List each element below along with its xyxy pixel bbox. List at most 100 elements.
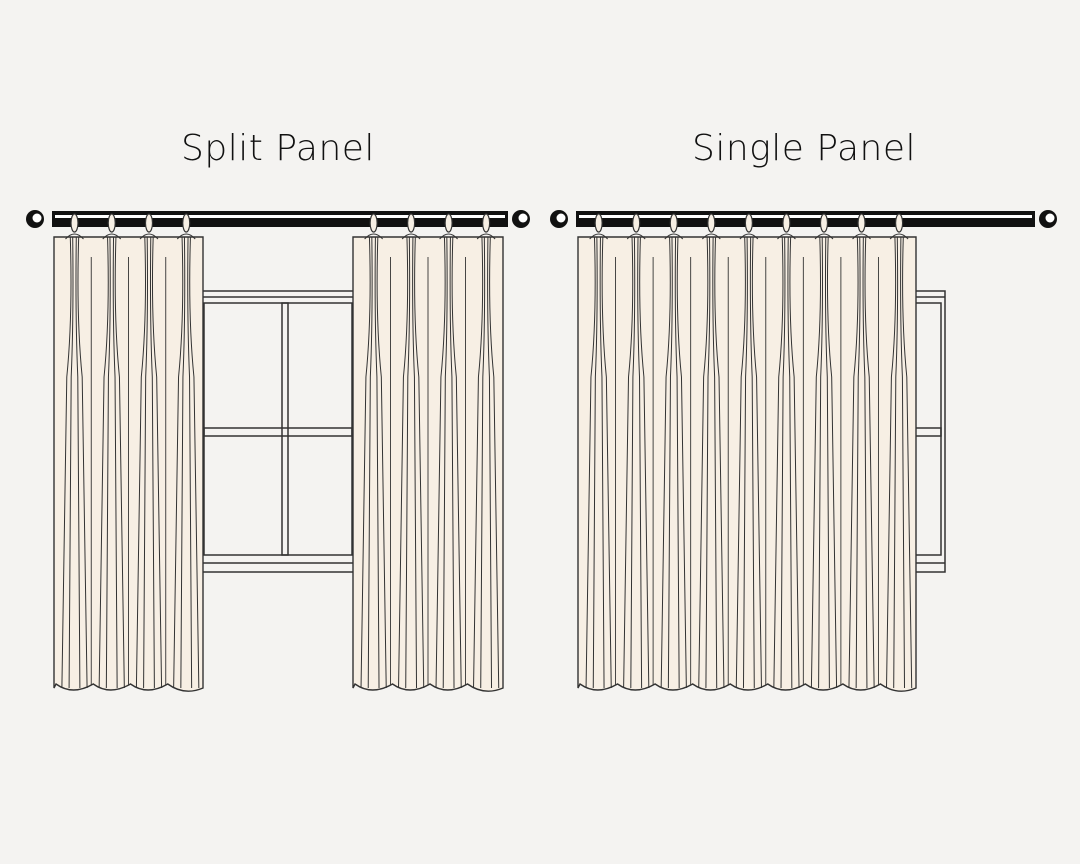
pleat-fold-line: [435, 236, 446, 689]
pleat-fold-line: [826, 236, 838, 689]
pleat-fold-line: [173, 236, 184, 689]
pleat-fold-line: [735, 236, 746, 689]
pleat-head: [852, 233, 871, 240]
pleat-fold-line: [855, 236, 861, 689]
pleat-fold-line: [61, 236, 72, 689]
pleat: [773, 233, 800, 689]
pleat-fold-line: [68, 236, 74, 689]
pleat-fold-line: [902, 236, 913, 689]
pleat-fold-line: [637, 236, 643, 689]
pleat-fold-line: [742, 236, 748, 689]
curtain-ring-icon: [444, 213, 453, 233]
pleat-fold-line: [824, 236, 830, 689]
finial-highlight: [32, 213, 42, 223]
pleat: [435, 233, 462, 689]
curtain-ring-icon: [669, 213, 678, 233]
pleat-fold-line: [449, 236, 455, 689]
curtain-ring-icon: [369, 213, 378, 233]
pleat-fold-line: [864, 236, 875, 689]
single-panel-title: Single Panel: [692, 128, 916, 169]
pleat: [398, 233, 425, 689]
pleat-fold-line: [585, 236, 596, 689]
pleat-fold-line: [674, 236, 680, 689]
curtain-ring-icon: [107, 213, 116, 233]
pleat-fold-line: [862, 236, 868, 689]
pleat-fold-line: [810, 236, 821, 689]
pleat-fold-line: [599, 236, 605, 689]
curtain-ring-icon: [782, 213, 791, 233]
pleat-fold-line: [187, 236, 193, 689]
pleat-head: [889, 233, 909, 240]
pleat-head: [401, 233, 421, 240]
curtain-ring-icon: [594, 213, 603, 233]
pleat-head: [364, 233, 383, 240]
pleat: [886, 233, 913, 689]
pleat: [810, 233, 838, 689]
pleat-fold-line: [886, 236, 897, 689]
pleat: [848, 233, 875, 689]
rod-bar: [576, 211, 1035, 227]
curtain-ring-icon: [144, 213, 154, 233]
pleat-fold-line: [414, 236, 425, 689]
pleat-fold-line: [601, 236, 612, 689]
curtain-ring-icon: [894, 213, 904, 233]
pleat-fold-line: [360, 236, 371, 689]
pleat: [173, 233, 200, 689]
curtain-ring-icon: [707, 213, 716, 233]
pleat-head: [814, 233, 834, 240]
pleat-fold-line: [376, 236, 387, 689]
pleat-fold-line: [787, 236, 793, 689]
curtain-ring-icon: [70, 213, 79, 233]
pleat-fold-line: [374, 236, 380, 689]
split-window: [199, 290, 357, 573]
pleat-fold-line: [398, 236, 409, 689]
pleat-fold-line: [149, 236, 155, 689]
pleat-fold-line: [893, 236, 899, 689]
pleat-fold-line: [848, 236, 859, 689]
curtain-ring-icon: [407, 213, 416, 233]
pleat-fold-line: [412, 236, 418, 689]
rod-bar: [52, 211, 508, 227]
pleat-fold-line: [667, 236, 673, 689]
pleat-head: [439, 233, 458, 240]
curtain-ring-icon: [182, 213, 191, 233]
pleat-fold-line: [660, 236, 671, 689]
pleat-fold-line: [818, 236, 823, 689]
finial-highlight: [518, 213, 528, 223]
finial-highlight: [1045, 213, 1055, 223]
pleat-head: [701, 233, 721, 240]
window-mullion: [281, 302, 289, 556]
pleat-head: [777, 233, 796, 240]
window-inner-frame: [203, 302, 353, 556]
pleat: [698, 233, 725, 689]
pleat-fold-line: [189, 236, 200, 689]
pleat-fold-line: [623, 236, 634, 689]
pleat-fold-line: [749, 236, 755, 689]
pleat-fold-line: [780, 236, 786, 689]
curtain-ring-icon: [482, 213, 491, 233]
split-curtain-rod: [26, 210, 530, 228]
curtain-ring-icon: [819, 213, 829, 233]
pleat-head: [139, 233, 159, 240]
rod-highlight: [579, 215, 1032, 218]
pleat-fold-line: [112, 236, 118, 689]
pleat: [585, 233, 612, 689]
pleat-fold-line: [151, 236, 163, 689]
curtain-ring-icon: [857, 213, 866, 233]
pleat-head: [102, 233, 122, 240]
pleat-fold-line: [630, 236, 636, 689]
pleat-fold-line: [143, 236, 148, 689]
pleat-fold-line: [698, 236, 709, 689]
pleat-fold-line: [77, 236, 88, 689]
pleat-fold-line: [751, 236, 762, 689]
split-panel-title: Split Panel: [181, 128, 375, 169]
pleat: [623, 233, 650, 689]
pleat-fold-line: [480, 236, 486, 689]
pleat-fold-line: [900, 236, 905, 689]
finial-highlight: [556, 213, 566, 223]
pleat-fold-line: [105, 236, 111, 689]
pleat-head: [589, 233, 609, 240]
pleat-fold-line: [75, 236, 81, 689]
pleat-fold-line: [367, 236, 373, 689]
